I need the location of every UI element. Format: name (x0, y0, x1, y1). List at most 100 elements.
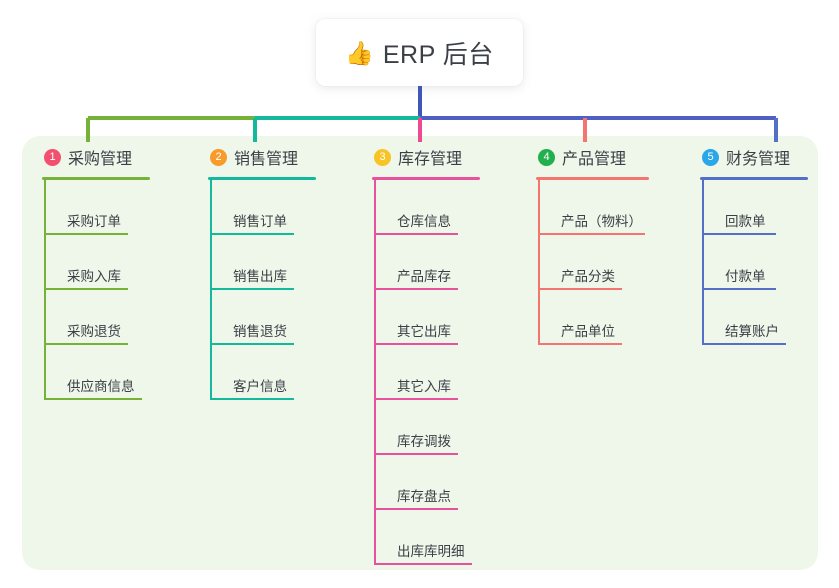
leaf-item-label: 销售退货 (233, 324, 287, 339)
column-header-rule (208, 177, 316, 180)
leaf-item-rule (704, 233, 776, 235)
leaf-item-rule (376, 508, 458, 510)
thumbs-up-icon: 👍 (345, 40, 374, 66)
column-header-5[interactable]: 5 财务管理 (700, 144, 820, 170)
leaf-item-rule (376, 398, 458, 400)
column-采购管理: 1 采购管理采购订单采购入库采购退货供应商信息 (42, 144, 162, 400)
leaf-item[interactable]: 销售退货 (210, 290, 328, 345)
column-spine (702, 180, 704, 345)
leaf-item-rule (46, 343, 128, 345)
leaf-item-rule (540, 288, 622, 290)
column-badge-4: 4 (538, 148, 555, 166)
leaf-item[interactable]: 产品单位 (538, 290, 666, 345)
leaf-item-rule (212, 343, 294, 345)
column-spine (44, 180, 46, 400)
column-header-3[interactable]: 3 库存管理 (372, 144, 492, 170)
column-财务管理: 5 财务管理回款单付款单结算账户 (700, 144, 820, 345)
column-items: 回款单付款单结算账户 (700, 180, 820, 345)
leaf-item-label: 其它出库 (397, 324, 451, 339)
column-title-label: 财务管理 (726, 151, 791, 168)
column-items: 仓库信息产品库存其它出库其它入库库存调拨库存盘点出库库明细 (372, 180, 492, 565)
leaf-item-label: 库存调拨 (397, 434, 451, 449)
column-header-rule (700, 177, 808, 180)
leaf-item-rule (704, 288, 776, 290)
leaf-item-label: 结算账户 (725, 324, 779, 339)
leaf-item-label: 产品分类 (561, 269, 615, 284)
leaf-item[interactable]: 结算账户 (702, 290, 820, 345)
leaf-item[interactable]: 采购订单 (44, 180, 162, 235)
leaf-item[interactable]: 库存盘点 (374, 455, 492, 510)
column-spine (538, 180, 540, 345)
column-title-label: 销售管理 (234, 151, 299, 168)
column-header-4[interactable]: 4 产品管理 (536, 144, 666, 170)
column-spine (210, 180, 212, 400)
leaf-item-label: 产品单位 (561, 324, 615, 339)
leaf-item-rule (376, 233, 458, 235)
leaf-item[interactable]: 产品库存 (374, 235, 492, 290)
column-badge-5: 5 (702, 148, 719, 166)
root-node-card[interactable]: 👍 ERP 后台 (316, 19, 523, 86)
leaf-item-label: 库存盘点 (397, 489, 451, 504)
leaf-item-label: 产品库存 (397, 269, 451, 284)
leaf-item-rule (46, 398, 142, 400)
leaf-item-label: 供应商信息 (67, 379, 135, 394)
leaf-item[interactable]: 出库库明细 (374, 510, 492, 565)
leaf-item-rule (376, 343, 458, 345)
column-title-label: 采购管理 (68, 151, 133, 168)
root-node-title: ERP 后台 (382, 40, 494, 69)
leaf-item-label: 采购退货 (67, 324, 121, 339)
leaf-item[interactable]: 库存调拨 (374, 400, 492, 455)
column-title-label: 库存管理 (398, 151, 463, 168)
column-header-rule (372, 177, 480, 180)
leaf-item-label: 出库库明细 (397, 544, 465, 559)
leaf-item-label: 采购订单 (67, 214, 121, 229)
leaf-item[interactable]: 供应商信息 (44, 345, 162, 400)
leaf-item[interactable]: 回款单 (702, 180, 820, 235)
column-库存管理: 3 库存管理仓库信息产品库存其它出库其它入库库存调拨库存盘点出库库明细 (372, 144, 492, 565)
leaf-item-label: 回款单 (725, 214, 766, 229)
leaf-item-rule (212, 398, 294, 400)
leaf-item-rule (212, 233, 294, 235)
leaf-item-rule (376, 453, 458, 455)
leaf-item[interactable]: 采购入库 (44, 235, 162, 290)
leaf-item-rule (212, 288, 294, 290)
column-items: 采购订单采购入库采购退货供应商信息 (42, 180, 162, 400)
leaf-item[interactable]: 仓库信息 (374, 180, 492, 235)
column-header-rule (536, 177, 649, 180)
leaf-item[interactable]: 产品（物料） (538, 180, 666, 235)
leaf-item[interactable]: 销售出库 (210, 235, 328, 290)
leaf-item-rule (540, 343, 622, 345)
leaf-item[interactable]: 其它入库 (374, 345, 492, 400)
leaf-item-rule (704, 343, 786, 345)
column-header-1[interactable]: 1 采购管理 (42, 144, 162, 170)
leaf-item[interactable]: 付款单 (702, 235, 820, 290)
column-items: 产品（物料） 产品分类产品单位 (536, 180, 666, 345)
leaf-item-rule (376, 563, 472, 565)
column-产品管理: 4 产品管理产品（物料） 产品分类产品单位 (536, 144, 666, 345)
leaf-item-rule (46, 288, 128, 290)
leaf-item-label: 销售出库 (233, 269, 287, 284)
diagram-panel (22, 136, 818, 570)
leaf-item[interactable]: 客户信息 (210, 345, 328, 400)
leaf-item-rule (46, 233, 128, 235)
leaf-item[interactable]: 其它出库 (374, 290, 492, 345)
leaf-item-label: 产品（物料） (561, 214, 642, 229)
leaf-item-label: 客户信息 (233, 379, 287, 394)
leaf-item-label: 仓库信息 (397, 214, 451, 229)
column-spine (374, 180, 376, 565)
column-title-label: 产品管理 (562, 151, 627, 168)
column-items: 销售订单销售出库销售退货客户信息 (208, 180, 328, 400)
leaf-item-rule (376, 288, 458, 290)
column-header-rule (42, 177, 150, 180)
column-badge-3: 3 (374, 148, 391, 166)
leaf-item-rule (540, 233, 645, 235)
leaf-item-label: 销售订单 (233, 214, 287, 229)
leaf-item-label: 其它入库 (397, 379, 451, 394)
column-badge-1: 1 (44, 148, 61, 166)
leaf-item[interactable]: 采购退货 (44, 290, 162, 345)
leaf-item[interactable]: 产品分类 (538, 235, 666, 290)
leaf-item[interactable]: 销售订单 (210, 180, 328, 235)
